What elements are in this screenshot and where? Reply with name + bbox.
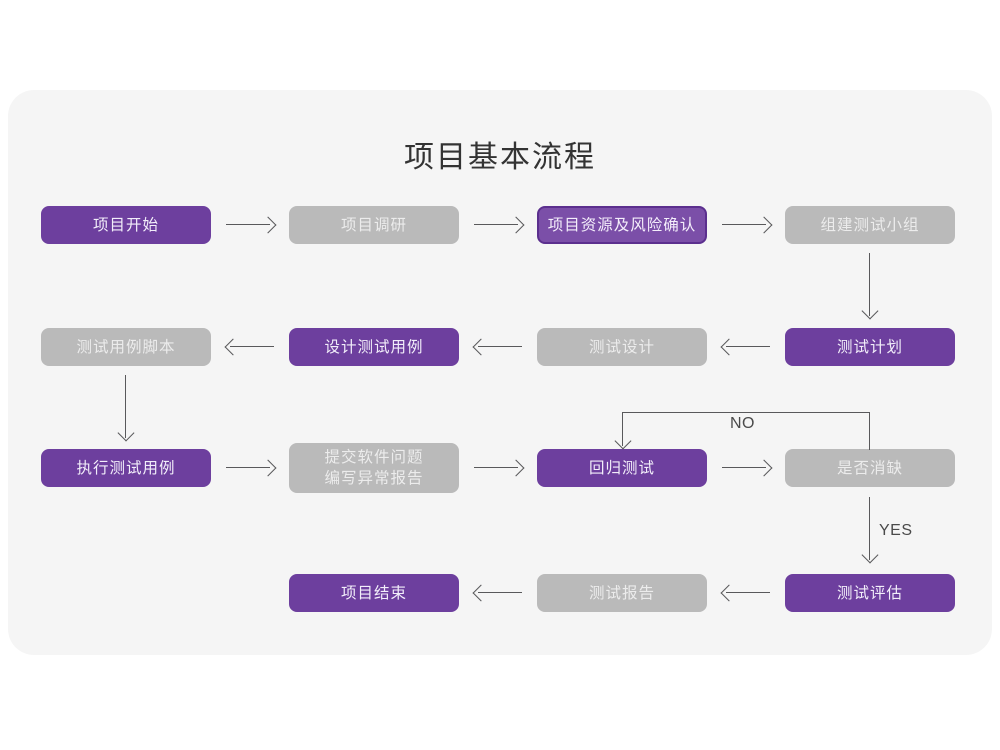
edge-line-execute-to-submit — [226, 467, 270, 469]
edge-line-defect-to-evaluation — [869, 497, 871, 560]
edge-line-risk-to-team — [722, 224, 766, 226]
edge-line-plan-to-testdesign — [726, 346, 770, 348]
edge-line-design-to-script — [230, 346, 274, 348]
page-title: 项目基本流程 — [404, 141, 596, 174]
node-regression-test[interactable]: 回归测试 — [537, 449, 707, 487]
node-test-design[interactable]: 测试设计 — [537, 328, 707, 366]
edge-line-report-to-end — [478, 592, 522, 594]
node-submit-bug-report[interactable]: 提交软件问题 编写异常报告 — [289, 443, 459, 493]
edge-label-no: NO — [730, 415, 755, 432]
node-resource-risk-confirm[interactable]: 项目资源及风险确认 — [537, 206, 707, 244]
edge-line-start-to-research — [226, 224, 270, 226]
diagram-panel — [8, 90, 992, 655]
loop-line-up-from-defect — [869, 412, 871, 450]
edge-line-research-to-risk — [474, 224, 518, 226]
edge-line-script-to-execute — [125, 375, 127, 438]
loop-line-horizontal-no — [622, 412, 870, 414]
node-test-plan[interactable]: 测试计划 — [785, 328, 955, 366]
edge-line-evaluation-to-report — [726, 592, 770, 594]
edge-line-testdesign-to-design — [478, 346, 522, 348]
edge-label-yes: YES — [879, 522, 913, 539]
edge-line-regression-to-defect — [722, 467, 766, 469]
node-testcase-script[interactable]: 测试用例脚本 — [41, 328, 211, 366]
node-design-testcase[interactable]: 设计测试用例 — [289, 328, 459, 366]
node-defect-cleared[interactable]: 是否消缺 — [785, 449, 955, 487]
node-test-report[interactable]: 测试报告 — [537, 574, 707, 612]
edge-line-submit-to-regression — [474, 467, 518, 469]
node-test-evaluation[interactable]: 测试评估 — [785, 574, 955, 612]
node-execute-testcase[interactable]: 执行测试用例 — [41, 449, 211, 487]
node-project-end[interactable]: 项目结束 — [289, 574, 459, 612]
node-project-research[interactable]: 项目调研 — [289, 206, 459, 244]
node-project-start[interactable]: 项目开始 — [41, 206, 211, 244]
edge-line-team-to-plan — [869, 253, 871, 316]
loop-line-down-to-regression — [622, 412, 624, 446]
node-build-test-team[interactable]: 组建测试小组 — [785, 206, 955, 244]
